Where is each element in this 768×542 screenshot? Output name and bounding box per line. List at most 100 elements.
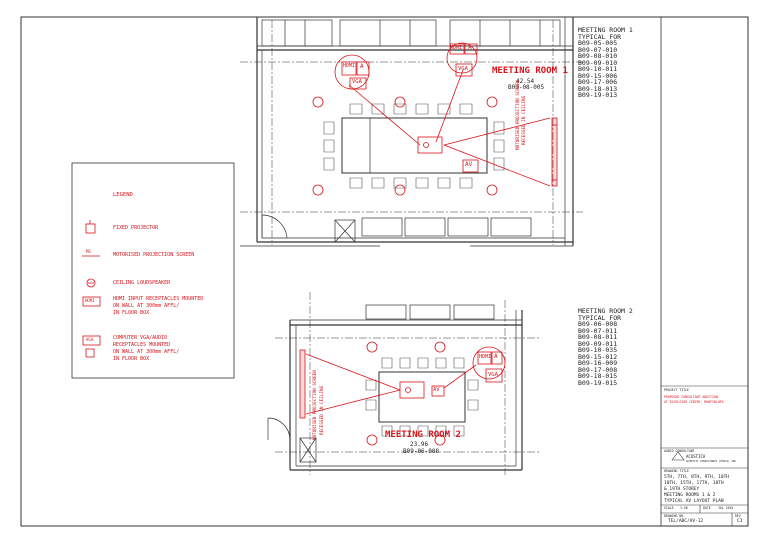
legend-item-hdmi-3: IN FLOOR BOX: [113, 310, 150, 316]
drawing-title-line-5: TYPICAL AV LAYOUT PLAN: [664, 499, 724, 504]
room-2-area: 23.96: [410, 441, 429, 448]
room-2-av-label: AV: [433, 387, 440, 393]
project-title-label: PROJECT TITLE: [664, 388, 689, 392]
meeting-room-1-plan: [240, 17, 583, 247]
legend-box: [71, 162, 235, 379]
room-1-av-label: AV: [465, 161, 473, 168]
scale-value: 1:50: [680, 506, 688, 510]
room-2-floor-5: B09-10-035: [578, 346, 618, 354]
vga-icon: [82, 335, 101, 346]
project-title-line-1: PROPOSED CONSULTANT ADDITION: [664, 395, 718, 399]
legend-item-projector: FIXED PROJECTOR: [113, 225, 159, 231]
room-2-floor-8: B09-17-008: [578, 365, 618, 374]
room-2-a-label: A: [494, 353, 498, 360]
room-2-floor-2: B09-07-011: [578, 326, 618, 335]
room-2-screen-note-1: MOTORISED PROJECTION SCREEN: [313, 370, 318, 440]
room-1-av-elements: [312, 42, 558, 196]
room-2-typical-title: MEETING ROOM 2: [578, 307, 633, 315]
room-1-screen-note-2: RECESSED IN CEILING: [522, 95, 527, 145]
room-1-title: MEETING ROOM 1: [492, 66, 568, 76]
logo-subtext: ACOUSTIC CONSULTANTS (PHILS) INC: [686, 460, 736, 463]
scale-label: SCALE: [664, 506, 674, 510]
project-title-line-2: AT EXCELSIOR CENTRE, MUNTINLUPA: [664, 400, 724, 404]
room-1-vga-label-2: VGA: [458, 66, 468, 72]
room-1-av-box: [462, 159, 479, 173]
legend-item-screen: MOTORISED PROJECTION SCREEN: [113, 252, 195, 258]
drawing-no-label: DRAWING NO.: [664, 514, 686, 518]
legend-vga-symbol: VGA: [86, 337, 94, 342]
room-1-chairs: [323, 103, 505, 189]
sheet-border: [20, 16, 749, 527]
room-2-floor-3: B09-08-011: [578, 333, 618, 341]
title-block-lines: [661, 385, 748, 526]
room-2-av-box: [431, 385, 445, 397]
room-1-code: B09-08-005: [508, 84, 545, 91]
room-2-chairs: [365, 357, 479, 437]
room-1-floor-3: B09-08-010: [578, 52, 618, 60]
room-1-typical-title: MEETING ROOM 1: [578, 26, 633, 34]
room-2-hdmi-callout-circle: [472, 346, 506, 380]
room-1-vga-label: VGA: [352, 79, 362, 85]
room-2-title: MEETING ROOM 2: [385, 430, 461, 440]
room-1-screen-note-1: MOTORISED PROJECTION SCREEN: [516, 80, 521, 150]
room-2-floor-4: B09-09-011: [578, 339, 618, 348]
room-2-floor-6: B09-15-012: [578, 352, 618, 361]
drawing-title-line-4: MEETING ROOMS 1 & 2: [664, 493, 716, 498]
legend-item-hdmi-1: HDMI INPUT RECEPTACLES MOUNTED: [113, 296, 204, 302]
room-1-floor-7: B09-17-006: [578, 78, 618, 86]
projector-icon: [85, 223, 96, 234]
room-2-floor-9: B09-18-015: [578, 372, 618, 380]
drawing-title-line-1: 5TH, 7TH, 8TH, 9TH, 10TH: [664, 475, 730, 480]
legend-screen-symbol: MS: [86, 249, 91, 254]
room-2-hdmi-label: HDMI: [479, 354, 492, 360]
room-2-motorised-screen-icon: [299, 349, 306, 419]
room-2-floor-10: B09-19-015: [578, 378, 618, 387]
room-2-code: B09-06-008: [403, 448, 440, 455]
room-1-a-label: A: [360, 63, 364, 70]
legend-hdmi-symbol: HDMI: [85, 298, 95, 303]
date-value: JUL 2015: [718, 506, 734, 510]
legend-title: LEGEND: [113, 192, 133, 198]
room-1-a-label-2: A: [468, 44, 472, 51]
legend-item-hdmi-2: ON WALL AT 300mm AFFL/: [113, 303, 180, 309]
legend-item-vga-2: RECEPTACLES MOUNTED: [113, 342, 171, 348]
drawing-title-line-3: & 19TH STOREY: [664, 487, 700, 492]
drawing-title-line-2: 10TH, 15TH, 17TH, 18TH: [664, 481, 724, 486]
room-2-av-elements: [299, 341, 506, 446]
room-2-floor-1: B09-06-008: [578, 320, 618, 328]
room-1-projector-icon: [417, 136, 443, 154]
legend-item-vga-4: IN FLOOR BOX: [113, 356, 150, 362]
room-1-hdmi-label-2: HDMI: [450, 45, 463, 51]
consultant-label: AUDIO CONSULTANT: [664, 449, 695, 453]
room-2-floor-7: B09-16-009: [578, 359, 618, 367]
room-1-area: 42.54: [516, 78, 535, 85]
legend-symbols: [82, 220, 101, 358]
legend-item-speaker: CEILING LOUDSPEAKER: [113, 280, 171, 286]
room-1-floor-5: B09-10-011: [578, 65, 618, 73]
speaker-icon: [86, 278, 96, 288]
meeting-room-2-plan: [267, 292, 540, 475]
room-2-vga-label: VGA: [488, 372, 498, 378]
room-1-floor-6: B09-15-006: [578, 71, 618, 80]
drawing-no-value: TEL/ABC/AV-12: [668, 519, 704, 524]
drawing-title-label: DRAWING TITLE: [664, 469, 689, 473]
legend-item-vga-1: COMPUTER VGA/AUDIO: [113, 335, 168, 341]
room-1-floor-9: B09-19-013: [578, 91, 618, 99]
logo-text: ACUSTICA: [686, 454, 706, 459]
room-2-typical-for: TYPICAL FOR: [578, 313, 622, 322]
room-1-hdmi-label: HDMI: [343, 63, 356, 69]
rev-label: REV: [735, 514, 741, 518]
legend-item-vga-3: ON WALL AT 300mm AFFL/: [113, 349, 180, 355]
room-2-screen-note-2: RECESSED IN CEILING: [320, 385, 325, 435]
room-1-typical-for: TYPICAL FOR: [578, 32, 622, 41]
rev-value: C1: [737, 519, 743, 524]
acustica-logo: [671, 451, 685, 461]
room-1-floor-4: B09-09-010: [578, 58, 618, 67]
room-1-floor-2: B09-07-010: [578, 45, 618, 54]
room-1-floor-1: B09-05-005: [578, 39, 618, 47]
room-1-speaker-icons: [312, 96, 498, 196]
room-1-motorised-screen-icon: [551, 117, 558, 187]
